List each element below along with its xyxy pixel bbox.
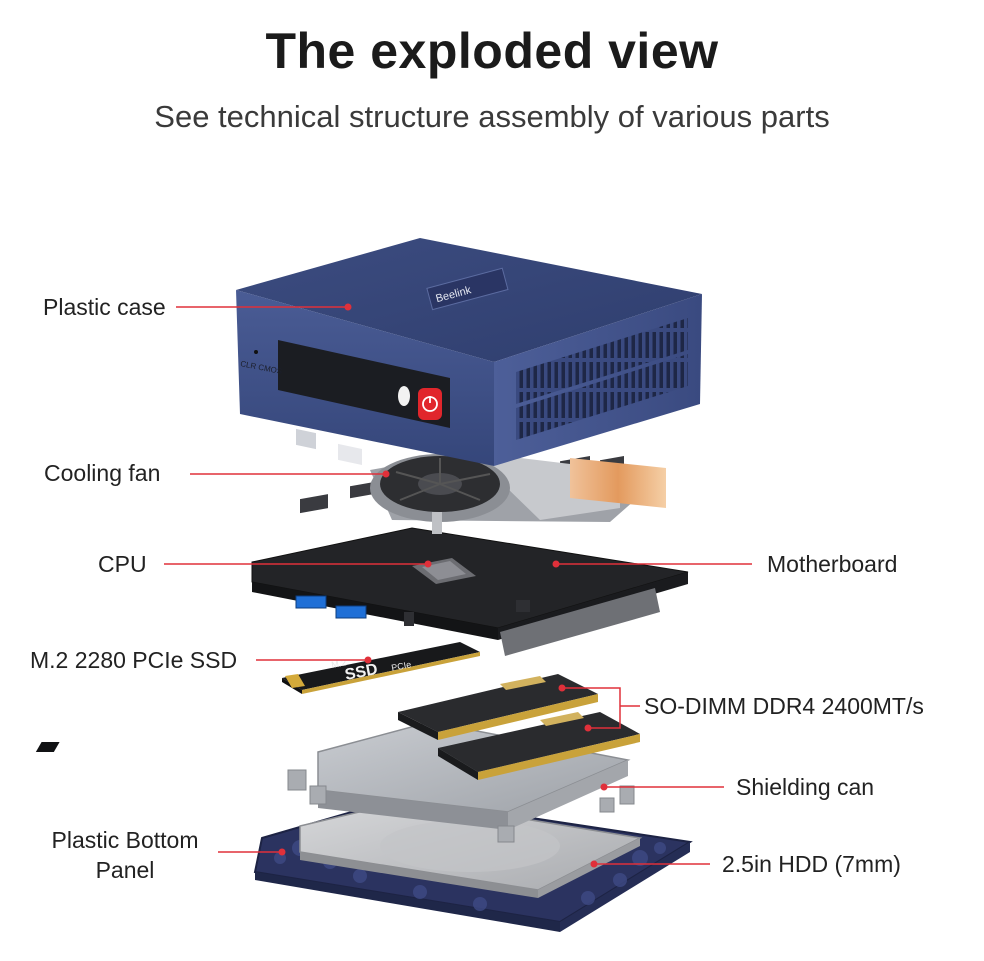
label-hdd: 2.5in HDD (7mm): [722, 851, 901, 877]
label-motherboard: Motherboard: [767, 551, 898, 577]
page-title: The exploded view: [265, 23, 719, 79]
power-button-icon: [418, 388, 442, 420]
brand-logo: Beelink: [426, 267, 509, 311]
label-ssd: M.2 2280 PCIe SSD: [30, 647, 238, 673]
label-cpu: CPU: [98, 551, 147, 577]
label-plastic-bottom-panel-line2: Panel: [95, 857, 155, 883]
ssd-pcie-text: PCIe: [390, 659, 412, 673]
leader-ram-bracket: [562, 687, 621, 729]
label-plastic-case: Plastic case: [43, 294, 166, 320]
leader-dots: [278, 303, 608, 868]
label-plastic-bottom-panel: Plastic Bottom Panel: [30, 825, 220, 885]
cooling-fan: [370, 452, 666, 534]
ssd-brand-text: SSD: [344, 661, 380, 684]
audio-jack-icon: [398, 386, 410, 406]
m2-ssd: M.2 SSD PCIe: [282, 642, 480, 694]
leader-lines: [164, 306, 752, 865]
label-cooling-fan: Cooling fan: [44, 460, 161, 486]
label-shielding-can: Shielding can: [736, 774, 875, 800]
ram-module-upper: [398, 674, 598, 740]
label-plastic-bottom-panel-line1: Plastic Bottom: [51, 827, 199, 853]
hdd-drive: [299, 799, 643, 898]
usb-c-port-icon: [296, 428, 316, 450]
page-subtitle: See technical structure assembly of vari…: [154, 99, 830, 134]
plastic-case: CLR CMOS Beelink: [236, 238, 702, 466]
label-ram: SO-DIMM DDR4 2400MT/s: [644, 693, 924, 719]
usb-a-port-icon: [338, 443, 362, 465]
